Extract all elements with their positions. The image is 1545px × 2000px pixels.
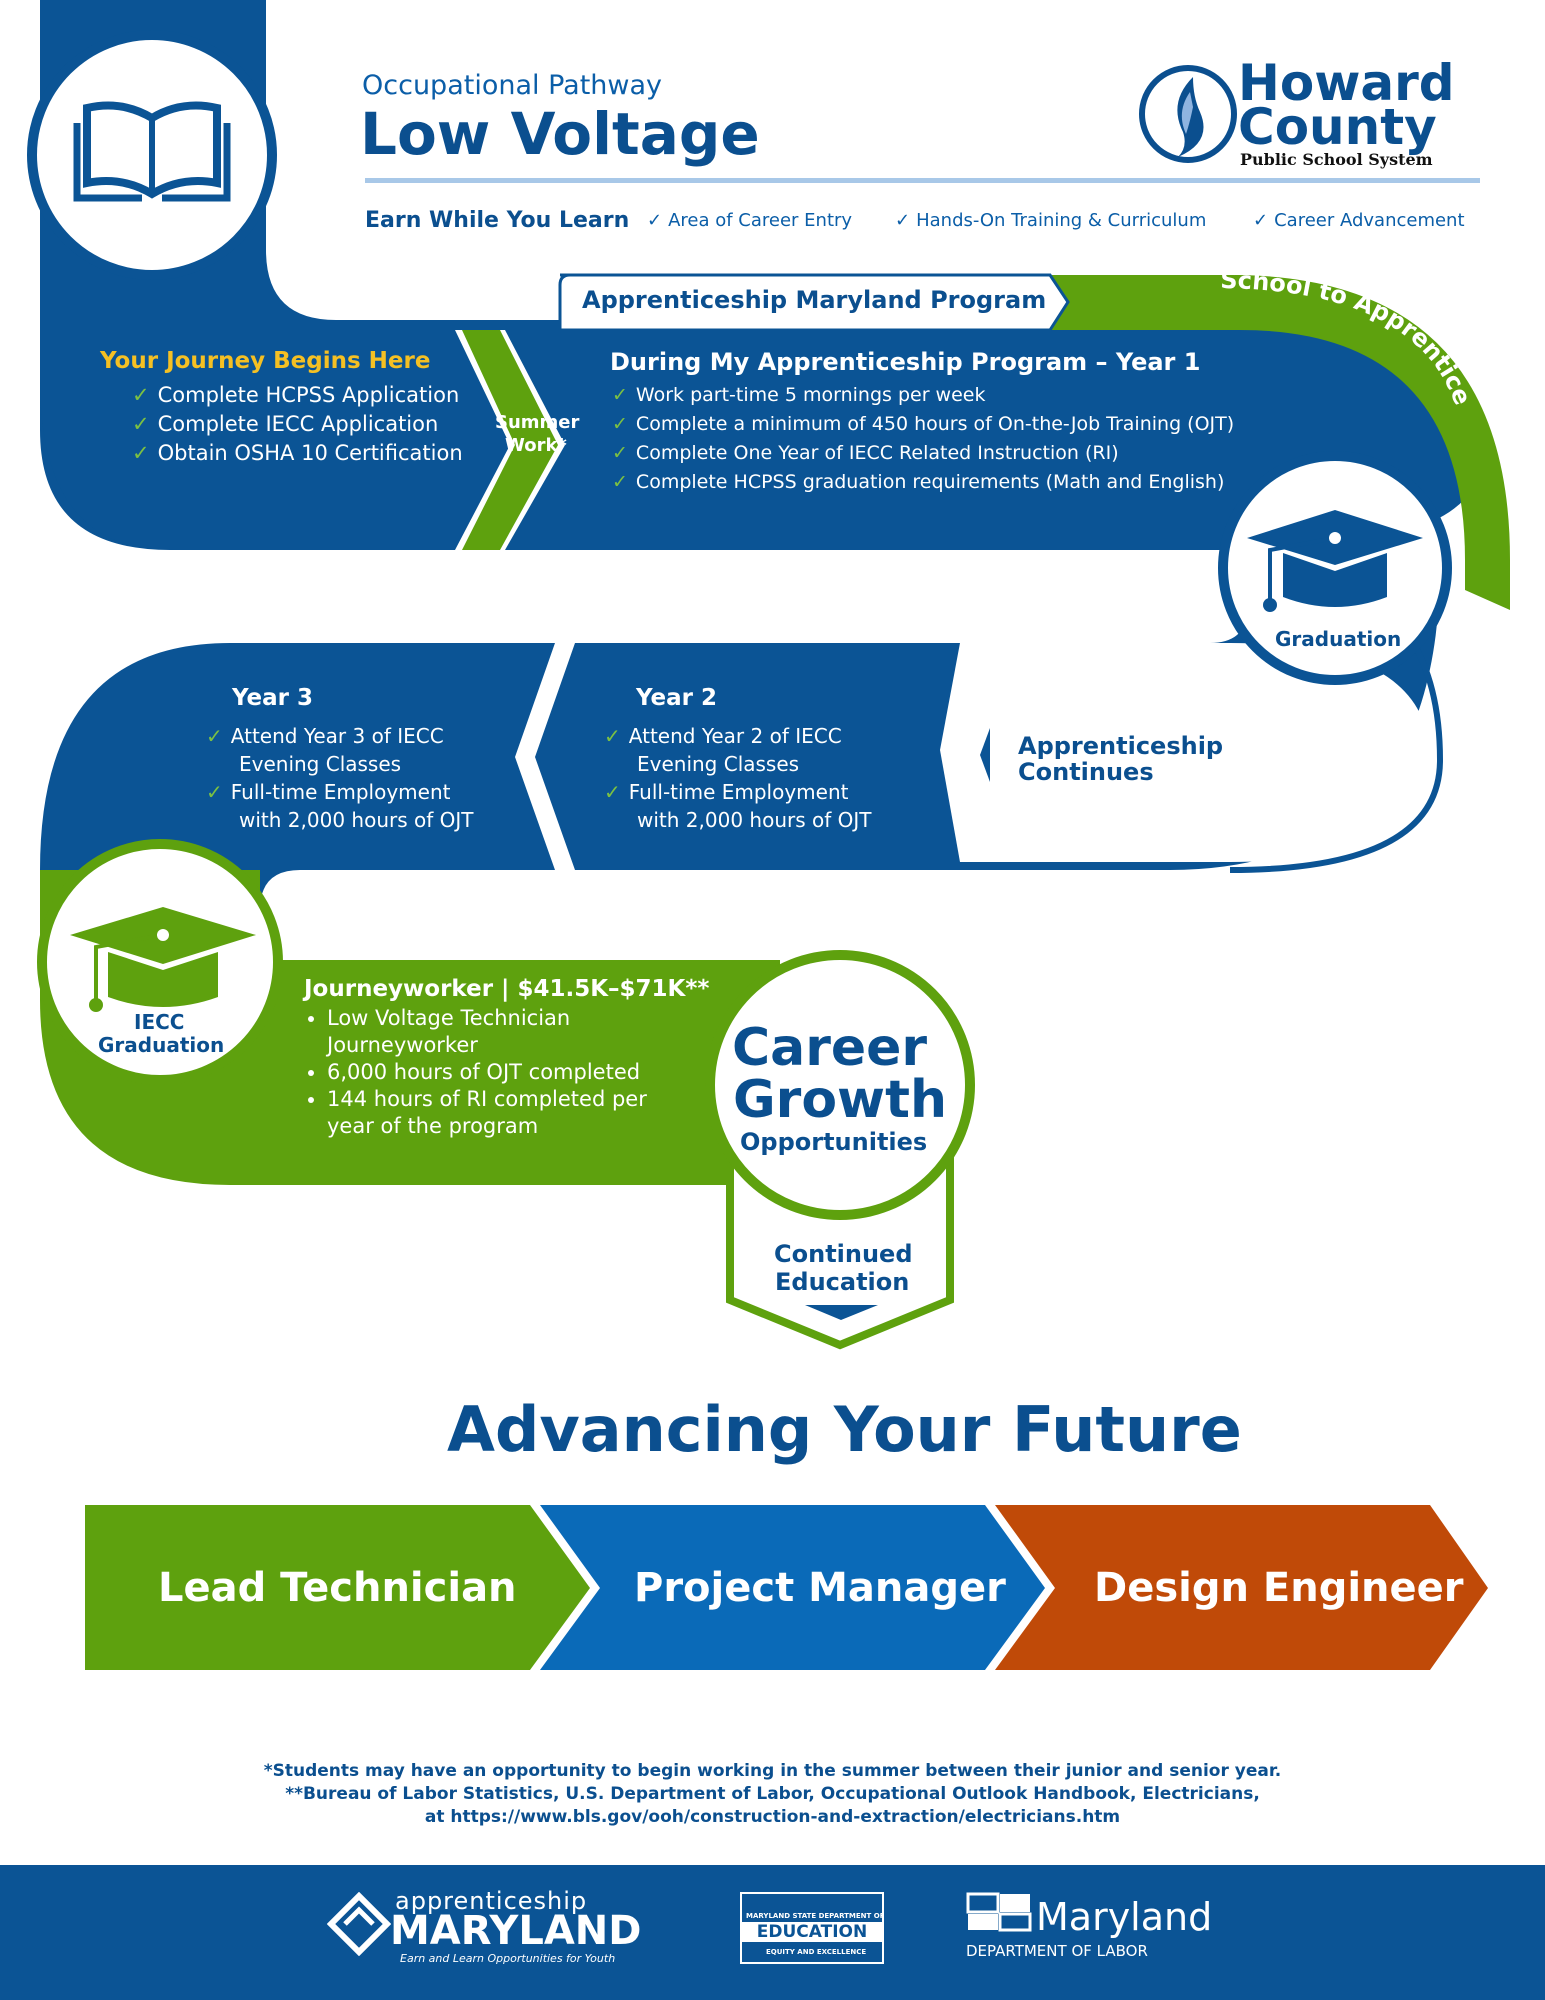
iecc-graduation-line1: IECC [134, 1010, 185, 1034]
list-item: ✓Work part-time 5 mornings per week [612, 384, 986, 406]
list-item: ✓Complete HCPSS Application [132, 383, 460, 407]
list-item-cont: with 2,000 hours of OJT [239, 808, 474, 832]
list-item: ✓Complete One Year of IECC Related Instr… [612, 442, 1119, 464]
advance-step-1: Lead Technician [158, 1565, 517, 1611]
apprenticeship-md-top: apprenticeship [395, 1887, 588, 1915]
list-item: ✓Attend Year 3 of IECC [206, 724, 444, 748]
footnote-2: **Bureau of Labor Statistics, U.S. Depar… [285, 1784, 1260, 1804]
footnotes: *Students may have an opportunity to beg… [0, 1760, 1545, 1829]
journey-title: Your Journey Begins Here [100, 348, 431, 374]
list-item-cont: Evening Classes [637, 752, 800, 776]
feature-2: ✓Hands-On Training & Curriculum [895, 210, 1207, 231]
list-item: 6,000 hours of OJT completed [327, 1059, 647, 1086]
graduation-cap-icon [1247, 510, 1423, 612]
list-item-cont: Evening Classes [239, 752, 402, 776]
journey-list: ✓Complete HCPSS Application ✓Complete IE… [132, 381, 463, 468]
tagline: Earn While You Learn [365, 208, 630, 233]
advancing-title: Advancing Your Future [447, 1393, 1242, 1466]
iecc-graduation-line2: Graduation [98, 1033, 225, 1057]
list-item: ✓Complete a minimum of 450 hours of On-t… [612, 413, 1235, 435]
apprenticeship-md-sub: Earn and Learn Opportunities for Youth [400, 1952, 616, 1965]
year1-list: ✓Work part-time 5 mornings per week ✓Com… [612, 381, 1234, 497]
graduation-circle [1218, 451, 1452, 685]
year1-title: During My Apprenticeship Program – Year … [610, 348, 1201, 376]
career-growth-line2: Growth [733, 1070, 947, 1130]
page-title: Low Voltage [360, 100, 760, 168]
hcpss-logo-icon [1139, 65, 1237, 163]
iecc-graduation-cap-icon [70, 907, 256, 1012]
labor-sub: DEPARTMENT OF LABOR [966, 1942, 1148, 1960]
career-growth-circle [705, 950, 975, 1220]
footnote-1: *Students may have an opportunity to beg… [263, 1761, 1282, 1781]
advance-step-2: Project Manager [634, 1565, 1006, 1611]
summer-work-chevron [455, 330, 565, 550]
summer-work-line1: Summer [495, 412, 580, 433]
advance-chevron-2 [540, 1505, 1045, 1670]
advance-step-3: Design Engineer [1094, 1565, 1464, 1611]
msde-sub: EQUITY AND EXCELLENCE [766, 1948, 867, 1956]
continued-education-line2: Education [775, 1268, 910, 1296]
feature-3: ✓Career Advancement [1253, 210, 1465, 231]
career-growth-line3: Opportunities [740, 1128, 928, 1156]
school-to-apprentice-label: School to Apprentice [1220, 270, 1477, 409]
md-flag-icon [966, 1892, 1032, 1932]
program-banner [558, 273, 1070, 332]
list-item: ✓Full-time Employment [604, 780, 849, 804]
list-item: ✓Attend Year 2 of IECC [604, 724, 842, 748]
year3-title: Year 3 [232, 685, 314, 711]
footnote-3: at https://www.bls.gov/ooh/construction-… [424, 1807, 1121, 1827]
msde-top: MARYLAND STATE DEPARTMENT OF [746, 1912, 885, 1920]
apprenticeship-continues-line1: Apprenticeship [1018, 732, 1224, 760]
pathway-top-band [40, 0, 1480, 550]
year2-title: Year 2 [636, 685, 718, 711]
summer-work-line2: Work* [505, 435, 567, 456]
advance-chevron-3 [995, 1505, 1488, 1670]
feature-1: ✓Area of Career Entry [647, 210, 853, 231]
apprenticeship-md-main: MARYLAND [390, 1908, 642, 1954]
year2-list: ✓Attend Year 2 of IECC Evening Classes ✓… [604, 722, 871, 834]
graduation-label: Graduation [1275, 627, 1402, 651]
list-item: ✓Complete HCPSS graduation requirements … [612, 471, 1225, 493]
header-subtitle: Occupational Pathway [362, 70, 663, 101]
list-item: ✓Obtain OSHA 10 Certification [132, 441, 463, 465]
apprenticeship-continues-line2: Continues [1018, 758, 1154, 786]
list-item: ✓Full-time Employment [206, 780, 451, 804]
msde-main: EDUCATION [742, 1922, 882, 1942]
continued-education-line1: Continued [774, 1240, 913, 1268]
career-growth-line1: Career [732, 1018, 928, 1078]
advance-chevron-1 [85, 1505, 590, 1670]
list-item: ✓Complete IECC Application [132, 412, 439, 436]
apprenticeship-maryland-logo-icon [327, 1892, 391, 1956]
year3-list: ✓Attend Year 3 of IECC Evening Classes ✓… [206, 722, 473, 834]
logo-howard: Howard [1238, 54, 1455, 112]
book-icon [73, 101, 231, 202]
logo-public-school-system: Public School System [1240, 150, 1433, 169]
labor-main: Maryland [1036, 1895, 1213, 1939]
journeyworker-title: Journeyworker | $41.5K–$71K** [304, 976, 710, 1002]
program-banner-label: Apprenticeship Maryland Program [582, 286, 1047, 314]
logo-county: County [1238, 98, 1437, 156]
school-to-apprentice-arc [1050, 275, 1510, 610]
list-item-cont: with 2,000 hours of OJT [637, 808, 872, 832]
msde-logo: MARYLAND STATE DEPARTMENT OF EDUCATION E… [740, 1892, 884, 1964]
svg-text:School to Apprentice: School to Apprentice [1220, 270, 1477, 409]
